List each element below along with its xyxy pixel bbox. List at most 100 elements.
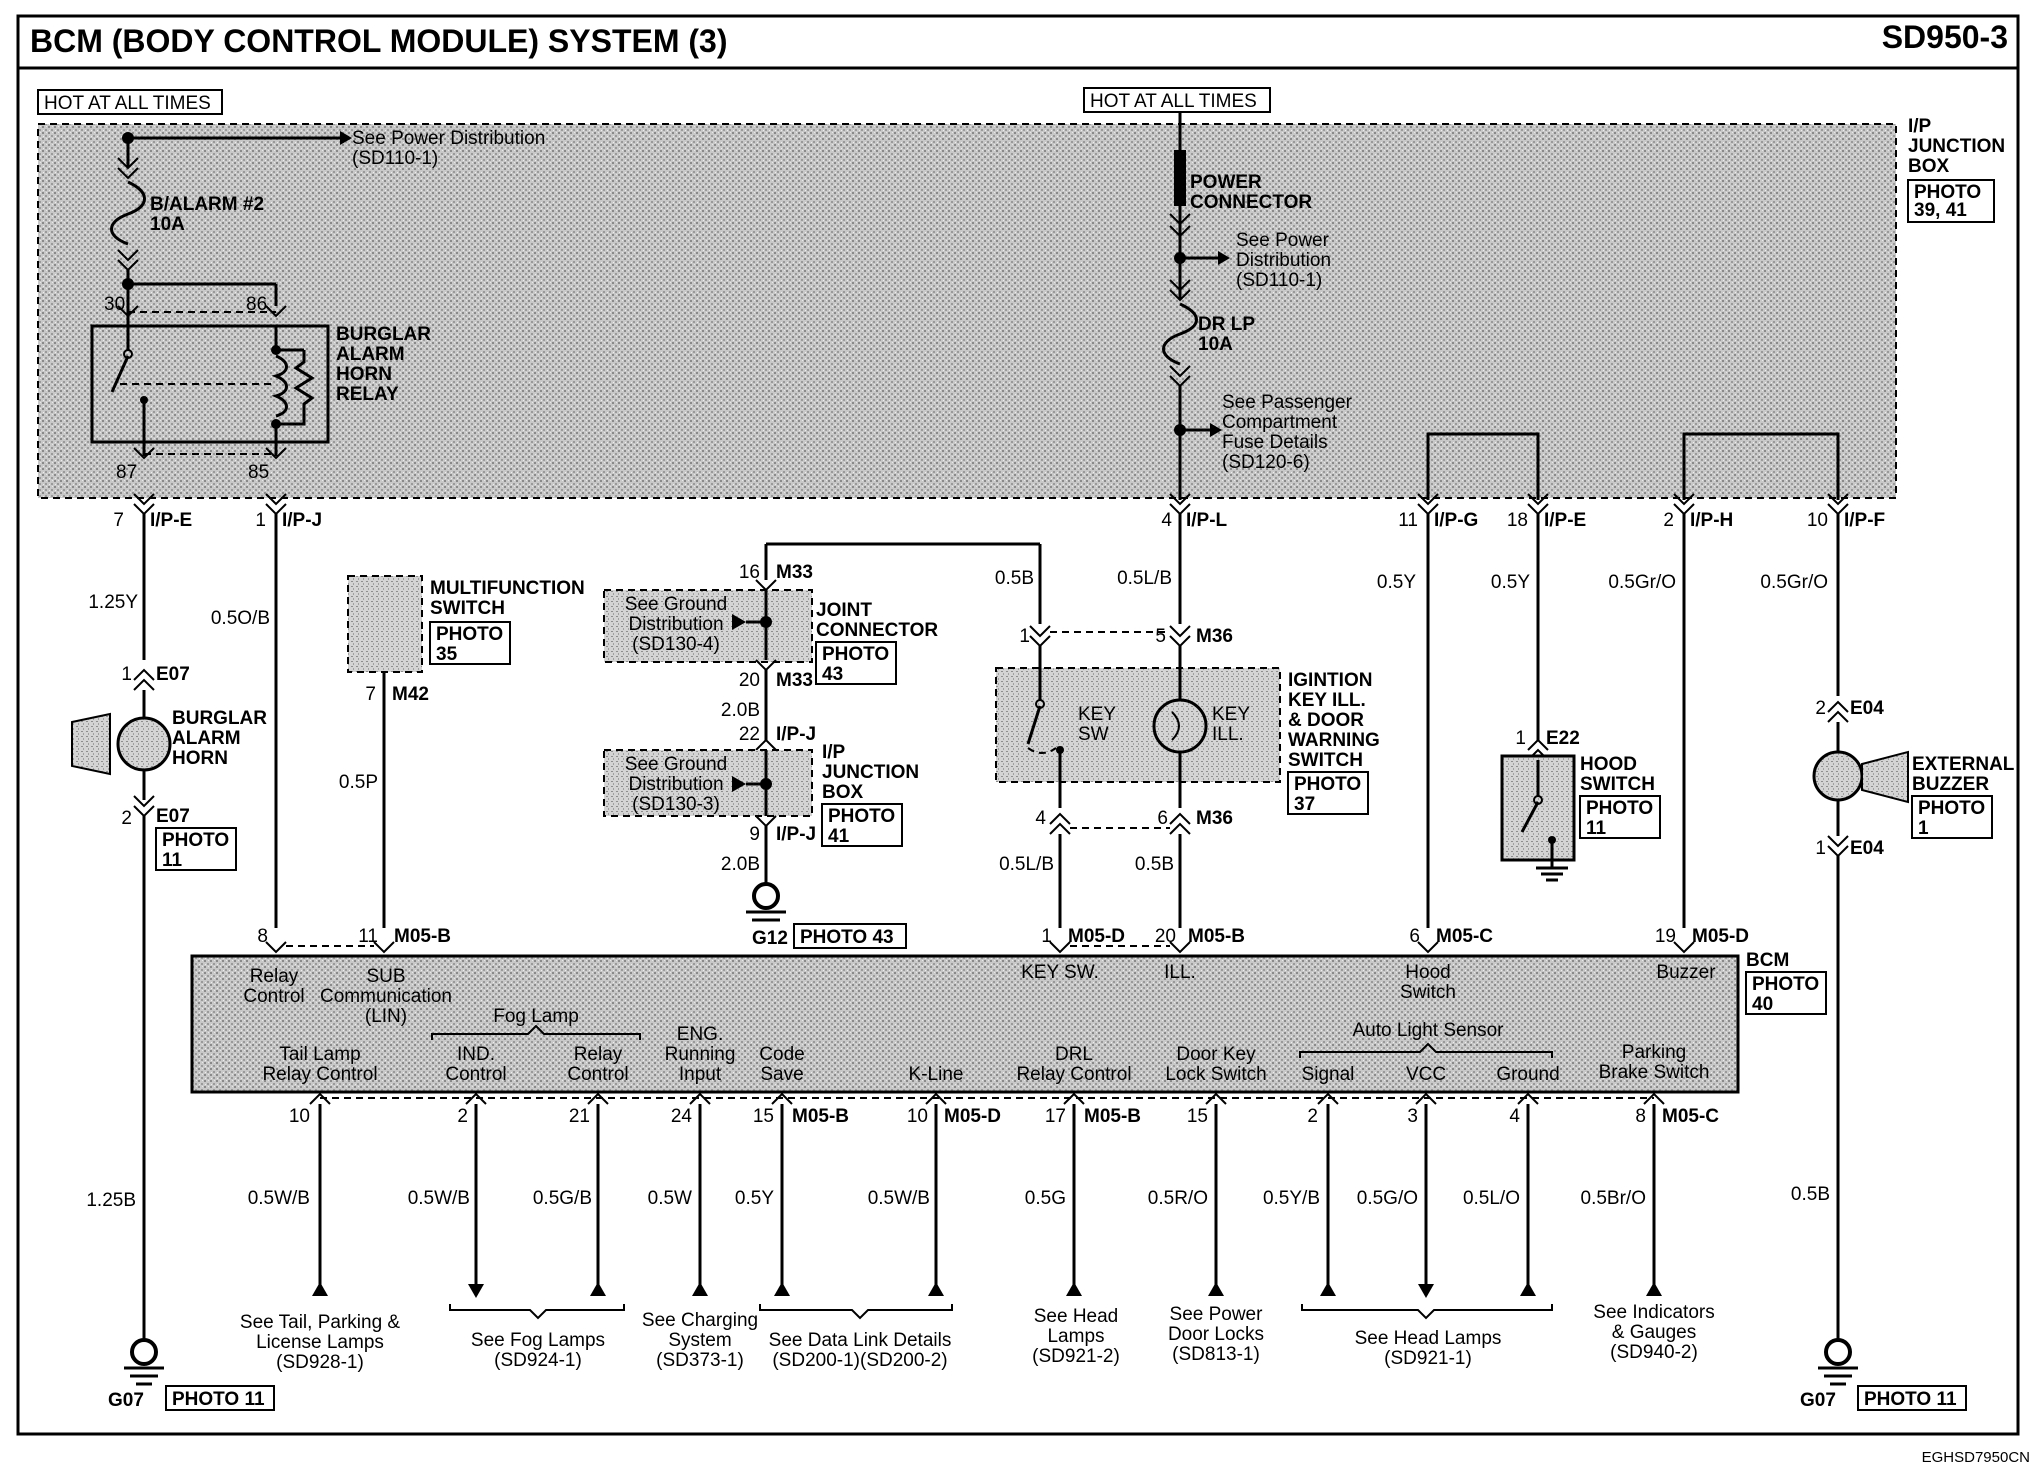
wire-0.5lb-2: 0.5L/B	[999, 854, 1054, 875]
page-code: SD950-3	[1882, 19, 2008, 55]
ign-label-3: & DOOR	[1288, 710, 1364, 731]
bcm-park-1: Parking	[1622, 1042, 1686, 1063]
ip-pin-conn: I/P-G	[1434, 510, 1478, 531]
buzzer-conn-1: E04	[1850, 838, 1884, 859]
see-passenger-4: (SD120-6)	[1222, 452, 1310, 473]
ip-junction-box-area	[37, 123, 1897, 499]
relay-label-4: RELAY	[336, 384, 399, 405]
horn-conn-1: E07	[156, 664, 190, 685]
ref-fog-2: (SD924-1)	[494, 1350, 582, 1371]
burglar-alarm-horn-circuit: 1.25Y 1 E07 BURGLAR ALARM HORN 2 E07 PHO…	[71, 514, 275, 1411]
bcm-top-pin-conn: M05-B	[1188, 926, 1245, 947]
hot-label-left-box	[37, 89, 223, 115]
wire-0.5b-3: 0.5B	[1791, 1184, 1830, 1205]
relay-pin-86: 86	[246, 294, 267, 315]
mfs-conn: M42	[392, 684, 429, 705]
joint-see-1: See Ground	[625, 594, 727, 615]
ip-pin-num: 11	[1398, 510, 1418, 531]
power-connector-1: POWER	[1190, 172, 1262, 193]
relay-pin-87: 87	[116, 462, 137, 483]
ipjb-label-3: BOX	[822, 782, 864, 803]
burglar-alarm-horn-relay: BURGLAR ALARM HORN RELAY 87 85	[90, 324, 431, 483]
ground-g12: G12	[752, 928, 788, 949]
ipjb-label-2: JUNCTION	[822, 762, 919, 783]
ign-pin-4: 4	[1035, 808, 1046, 829]
bcm-bottom-pin-num: 15	[753, 1106, 774, 1127]
buzzer-pin-2: 2	[1815, 698, 1826, 719]
bcm-bottom-pin-conn: M05-B	[792, 1106, 849, 1127]
ip-pin-conn: I/P-F	[1844, 510, 1885, 531]
ipjb-photo-2: 41	[828, 826, 850, 847]
wire-0.5y-2: 0.5Y	[1491, 572, 1530, 593]
ref-headlamp-2: Lamps	[1047, 1326, 1104, 1347]
bottom-wire-label: 0.5Y/B	[1263, 1188, 1320, 1209]
ref-datalink-2: (SD200-1)(SD200-2)	[772, 1350, 947, 1371]
bcm-bottom-pin-conn: M05-D	[944, 1106, 1001, 1127]
joint-label-1: JOINT	[816, 600, 872, 621]
bcm-bottom-pin-num: 10	[289, 1106, 310, 1127]
bcm-door-1: Door Key	[1176, 1044, 1256, 1065]
bottom-wire-label: 0.5L/O	[1463, 1188, 1520, 1209]
ign-pin-5: 5	[1155, 626, 1166, 647]
ground-g07-left-icon	[130, 1338, 158, 1366]
ip-pin-conn: I/P-E	[1544, 510, 1586, 531]
wire-0.5ob: 0.5O/B	[211, 608, 270, 629]
ip-box-photo-2: 39, 41	[1914, 200, 1967, 221]
joint-pin-16: 16	[739, 562, 760, 583]
ref-headlamp2-2: (SD921-1)	[1384, 1348, 1472, 1369]
buzzer-pin-1: 1	[1815, 838, 1826, 859]
bottom-wire-label: 0.5W/B	[248, 1188, 310, 1209]
bcm-bottom-pin-num: 15	[1187, 1106, 1208, 1127]
wire-0.5b-2: 0.5B	[1135, 854, 1174, 875]
ipjb-conn-9: I/P-J	[776, 824, 816, 845]
hood-label-1: HOOD	[1580, 754, 1637, 775]
bcm-hood-1: Hood	[1405, 962, 1450, 983]
ign-pin-1: 1	[1019, 626, 1030, 647]
relay-pin-30: 30	[104, 294, 125, 315]
ref-gauges-2: & Gauges	[1612, 1322, 1697, 1343]
bcm-bottom-pin-num: 4	[1509, 1106, 1520, 1127]
ref-tail-3: (SD928-1)	[276, 1352, 364, 1373]
horn-conn-2: E07	[156, 806, 190, 827]
outer-frame	[16, 14, 2020, 1436]
ign-pin-6: 6	[1157, 808, 1168, 829]
relay-pin-85: 85	[248, 462, 269, 483]
ground-left-photo-box	[165, 1385, 275, 1411]
ip-box-photo-1: PHOTO	[1914, 182, 1981, 203]
buzzer-label-2: BUZZER	[1912, 774, 1989, 795]
bcm-code-2: Save	[760, 1064, 803, 1085]
ipjb-conn-22: I/P-J	[776, 724, 816, 745]
bcm-bottom-pin-conn: M05-B	[1084, 1106, 1141, 1127]
ign-conn-6: M36	[1196, 808, 1233, 829]
bcm-bottom-pin-num: 17	[1045, 1106, 1066, 1127]
bcm-bottom-wires: 0.5W/B 0.5W/B 0.5G/B 0.5W 0.5Y 0.5W/B 0.…	[248, 1104, 1662, 1298]
ref-charging-3: (SD373-1)	[656, 1350, 744, 1371]
ground-left-photo: PHOTO 11	[172, 1389, 265, 1410]
see-passenger-2: Compartment	[1222, 412, 1338, 433]
bcm-keysw: KEY SW.	[1021, 962, 1099, 983]
hot-label-left: HOT AT ALL TIMES	[44, 93, 211, 114]
hood-pin: 1	[1515, 728, 1526, 749]
ip-pin-num: 7	[113, 510, 124, 531]
wire-0.5b-1: 0.5B	[995, 568, 1034, 589]
hot-label-right-box	[1083, 87, 1271, 113]
ref-charging-1: See Charging	[642, 1310, 758, 1331]
ref-fog-1: See Fog Lamps	[471, 1330, 605, 1351]
bcm-code-1: Code	[759, 1044, 804, 1065]
bcm-sub-2: Communication	[320, 986, 452, 1007]
bcm-top-pin-conn: M05-D	[1068, 926, 1125, 947]
bcm-ind-1: IND.	[457, 1044, 495, 1065]
wire-1.25b: 1.25B	[86, 1190, 136, 1211]
ipjb-see-1: See Ground	[625, 754, 727, 775]
bcm-bottom-pin-num: 8	[1635, 1106, 1646, 1127]
hood-switch: 0.5Y 1 E22 HOOD SWITCH PHOTO 11	[1491, 514, 1661, 882]
joint-conn-16: M33	[776, 562, 813, 583]
bcm-bottom-pin-num: 2	[457, 1106, 468, 1127]
buzzer-label-1: EXTERNAL	[1912, 754, 2015, 775]
bottom-wire-label: 0.5G/O	[1357, 1188, 1418, 1209]
key-sw-label-2: SW	[1078, 724, 1109, 745]
relay-label-1: BURGLAR	[336, 324, 431, 345]
bcm-kline: K-Line	[909, 1064, 964, 1085]
ref-datalink-1: See Data Link Details	[769, 1330, 952, 1351]
ign-photo-1: PHOTO	[1294, 774, 1361, 795]
